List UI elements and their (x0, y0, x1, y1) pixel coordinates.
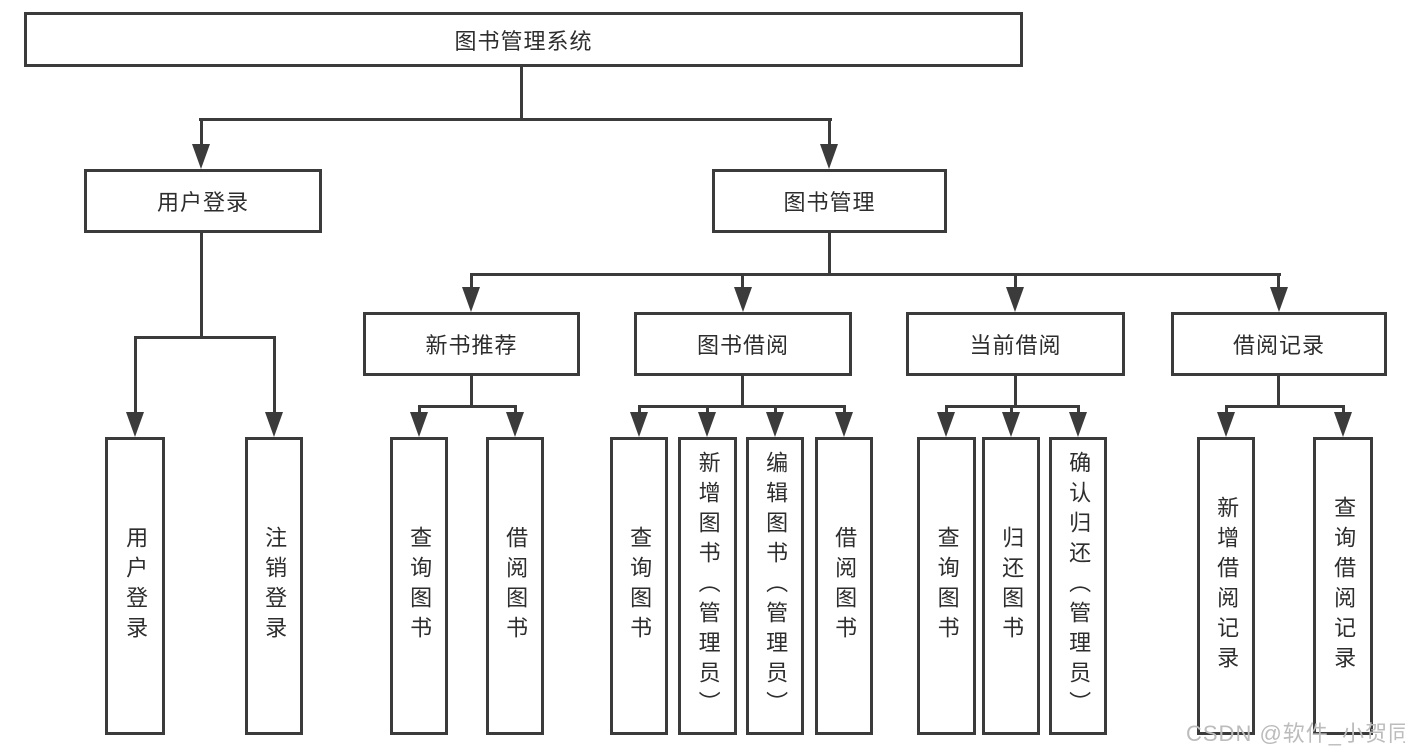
arrowhead-leaf (698, 412, 716, 437)
arrowhead-leaf (766, 412, 784, 437)
connector-group-stem (1014, 376, 1017, 408)
connector-leaf-shaft (1010, 405, 1013, 415)
arrowhead-leaf (1002, 412, 1020, 437)
leaf-confirm-return-admin: 确认归还（管理员） (1049, 437, 1107, 735)
node-new-book-recommend: 新书推荐 (363, 312, 580, 376)
connector-leaf-shaft (1342, 405, 1345, 415)
connector-book-mgmt-stem (828, 233, 831, 276)
arrowhead-leaf (1334, 412, 1352, 437)
connector-leaf-shaft (843, 405, 846, 415)
arrowhead-user-login (192, 144, 210, 169)
connector-l3-shaft (741, 273, 744, 289)
arrowhead-leaf (265, 412, 283, 437)
node-current-borrow: 当前借阅 (906, 312, 1125, 376)
arrowhead-leaf (506, 412, 524, 437)
connector-leaf-shaft (273, 336, 276, 414)
connector-book-mgmt-branch (470, 273, 1281, 276)
connector-leaf-shaft (706, 405, 709, 415)
connector-leaf-shaft (774, 405, 777, 415)
arrowhead-leaf (937, 412, 955, 437)
leaf-edit-book-admin: 编辑图书（管理员） (746, 437, 804, 735)
arrowhead-borrow-records (1270, 287, 1288, 312)
leaf-return-book: 归还图书 (982, 437, 1040, 735)
connector-l3-shaft (1277, 273, 1280, 289)
connector-group-branch (638, 405, 845, 408)
leaf-user-login: 用户登录 (105, 437, 165, 735)
node-borrow-records: 借阅记录 (1171, 312, 1387, 376)
connector-l3-shaft (470, 273, 473, 289)
connector-l3-shaft (1014, 273, 1017, 289)
arrowhead-leaf (410, 412, 428, 437)
connector-leaf-shaft (1077, 405, 1080, 415)
leaf-query-books-borrow: 查询图书 (610, 437, 668, 735)
node-book-borrow: 图书借阅 (634, 312, 852, 376)
leaf-query-books-recommend: 查询图书 (390, 437, 448, 735)
arrowhead-leaf (1217, 412, 1235, 437)
node-root: 图书管理系统 (24, 12, 1023, 67)
connector-book-mgmt-shaft (828, 118, 831, 148)
connector-user-login-shaft (200, 118, 203, 148)
arrowhead-new-book (462, 287, 480, 312)
connector-leaf-shaft (514, 405, 517, 415)
connector-user-login-branch (134, 336, 276, 339)
leaf-borrow-books-recommend: 借阅图书 (486, 437, 544, 735)
connector-root-branch (199, 118, 832, 121)
connector-group-stem (741, 376, 744, 408)
node-user-login: 用户登录 (84, 169, 322, 233)
connector-root-stem (520, 67, 523, 121)
connector-group-branch (418, 405, 517, 408)
watermark-text: CSDN @软件_小贺同学 (1186, 721, 1405, 746)
leaf-add-borrow-record: 新增借阅记录 (1197, 437, 1255, 735)
arrowhead-leaf (1069, 412, 1087, 437)
leaf-add-book-admin: 新增图书（管理员） (678, 437, 737, 735)
connector-leaf-shaft (418, 405, 421, 415)
leaf-query-borrow-record: 查询借阅记录 (1313, 437, 1373, 735)
connector-leaf-shaft (945, 405, 948, 415)
arrowhead-book-borrow (734, 287, 752, 312)
connector-group-stem (1277, 376, 1280, 408)
arrowhead-leaf (630, 412, 648, 437)
connector-leaf-shaft (134, 336, 137, 414)
connector-user-login-stem (200, 233, 203, 339)
node-book-management: 图书管理 (712, 169, 947, 233)
arrowhead-current-borrow (1006, 287, 1024, 312)
connector-leaf-shaft (638, 405, 641, 415)
leaf-logout: 注销登录 (245, 437, 303, 735)
connector-group-stem (470, 376, 473, 408)
leaf-borrow-books: 借阅图书 (815, 437, 873, 735)
connector-group-branch (1225, 405, 1344, 408)
leaf-query-books-current: 查询图书 (917, 437, 976, 735)
arrowhead-leaf (835, 412, 853, 437)
arrowhead-leaf (126, 412, 144, 437)
connector-leaf-shaft (1225, 405, 1228, 415)
arrowhead-book-mgmt (820, 144, 838, 169)
